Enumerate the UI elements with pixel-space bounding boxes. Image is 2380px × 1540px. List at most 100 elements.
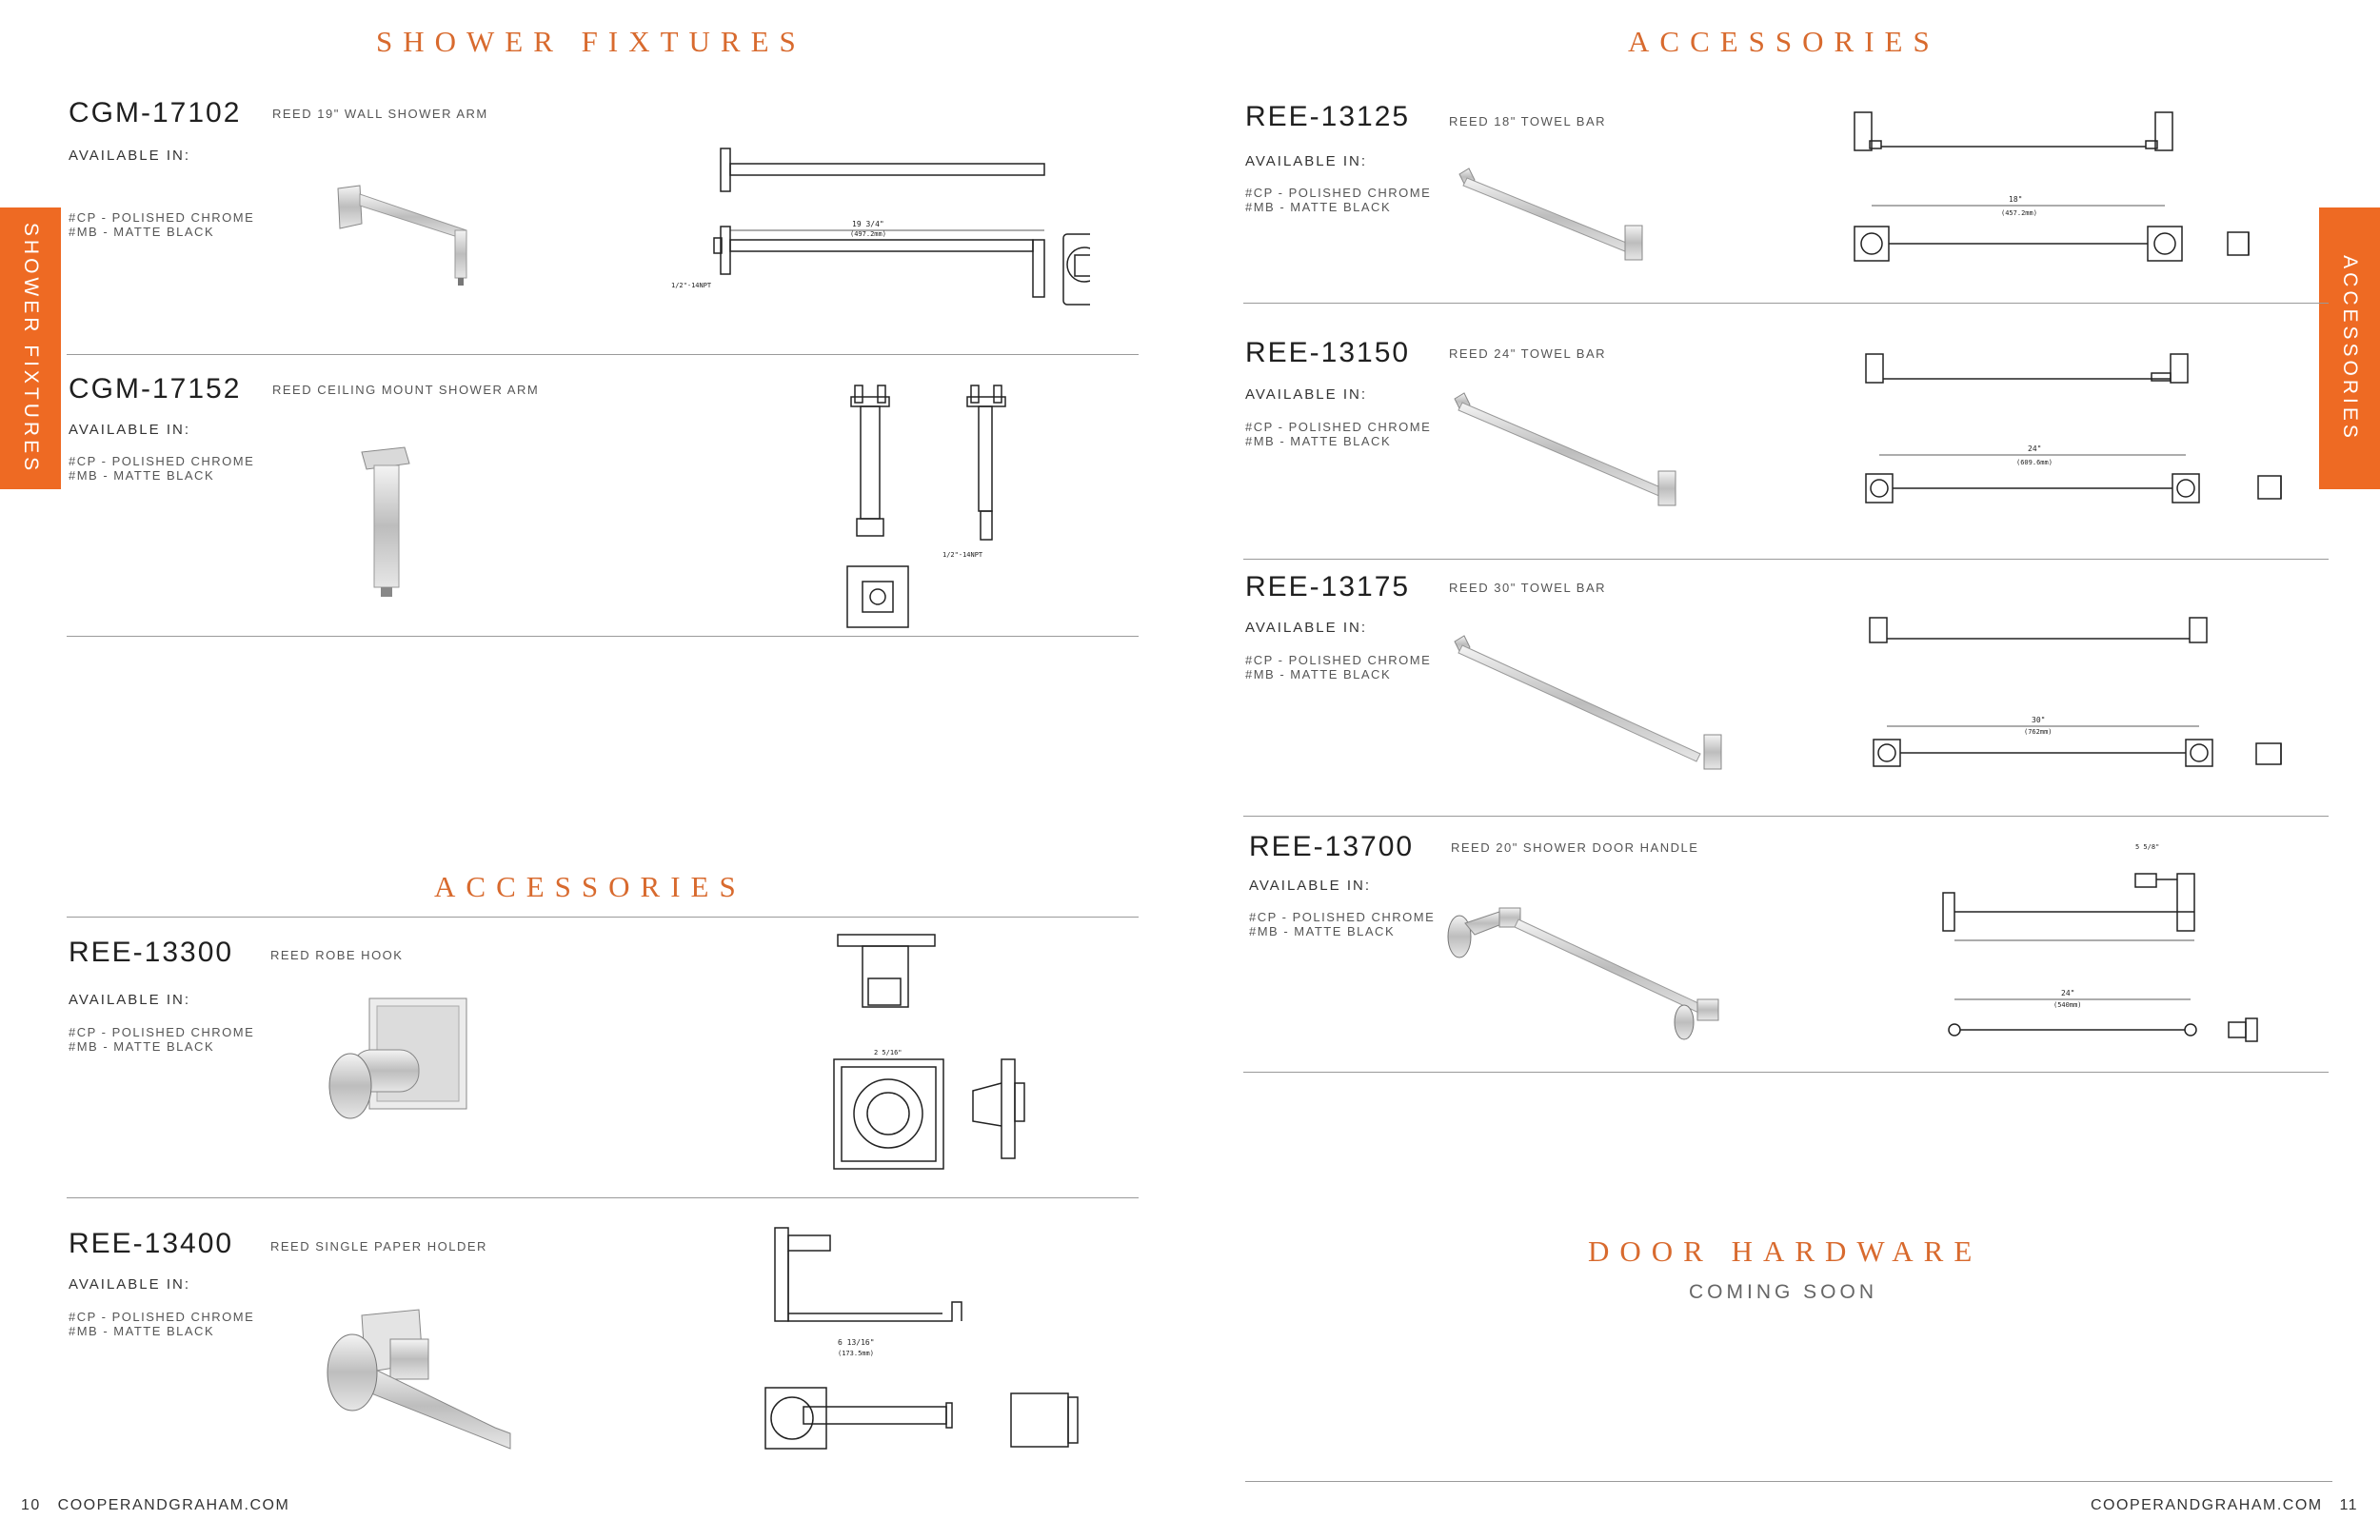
finish-chrome: #CP - POLISHED CHROME <box>69 454 255 468</box>
finish-chrome: #CP - POLISHED CHROME <box>1245 186 1432 200</box>
product-photo <box>361 446 410 597</box>
finish-list: #CP - POLISHED CHROME #MB - MATTE BLACK <box>1249 910 1435 938</box>
dim-length-mm: (609.6mm) <box>2016 459 2053 466</box>
dim-thread: 1/2"-14NPT <box>942 551 983 559</box>
footer-right: COOPERANDGRAHAM.COM 11 <box>2091 1497 2358 1514</box>
divider <box>67 1197 1139 1198</box>
divider <box>1245 1481 2332 1482</box>
dim-length: 30" <box>2032 716 2045 724</box>
divider <box>1243 1072 2329 1073</box>
available-label: AVAILABLE IN: <box>69 1276 190 1293</box>
divider <box>67 917 1139 918</box>
section-title-accessories: ACCESSORIES <box>1628 25 1940 58</box>
available-label: AVAILABLE IN: <box>69 422 190 438</box>
product-name: REED CEILING MOUNT SHOWER ARM <box>272 383 540 397</box>
dim-width: 2 5/16" <box>874 1049 902 1056</box>
product-photo <box>1458 168 1643 261</box>
finish-chrome: #CP - POLISHED CHROME <box>1245 420 1432 434</box>
available-label: AVAILABLE IN: <box>1245 386 1367 403</box>
finish-black: #MB - MATTE BLACK <box>1245 200 1392 214</box>
technical-drawing: 24" (609.6mm) <box>1865 353 2282 503</box>
available-label: AVAILABLE IN: <box>1245 153 1367 169</box>
site-url[interactable]: COOPERANDGRAHAM.COM <box>2091 1497 2323 1513</box>
finish-chrome: #CP - POLISHED CHROME <box>69 1025 255 1039</box>
section-title-shower-fixtures: SHOWER FIXTURES <box>376 25 806 58</box>
footer-left: 10 COOPERANDGRAHAM.COM <box>21 1497 289 1514</box>
section-title-door-hardware: DOOR HARDWARE <box>1588 1234 1983 1268</box>
product-sku: REE-13700 <box>1249 831 1415 862</box>
page-number: 11 <box>2339 1497 2359 1513</box>
finish-list: #CP - POLISHED CHROME #MB - MATTE BLACK <box>69 454 254 483</box>
product-sku: REE-13175 <box>1245 571 1411 602</box>
finish-chrome: #CP - POLISHED CHROME <box>69 1310 255 1324</box>
dim-length-mm: (540mm) <box>2053 1001 2082 1009</box>
product-name: REED SINGLE PAPER HOLDER <box>270 1239 487 1254</box>
available-label: AVAILABLE IN: <box>69 992 190 1008</box>
product-sku: REE-13125 <box>1245 101 1411 132</box>
dim-length: 24" <box>2028 444 2041 453</box>
finish-list: #CP - POLISHED CHROME #MB - MATTE BLACK <box>69 1310 254 1338</box>
dim-length-mm: (457.2mm) <box>2001 209 2037 217</box>
coming-soon-label: COMING SOON <box>1689 1281 1878 1303</box>
product-photo <box>328 997 467 1119</box>
product-photo <box>327 1309 511 1450</box>
dim-thread: 1/2"-14NPT <box>671 282 712 289</box>
finish-list: #CP - POLISHED CHROME #MB - MATTE BLACK <box>69 1025 254 1054</box>
product-name: REED 18" TOWEL BAR <box>1449 114 1607 128</box>
product-photo <box>337 185 467 286</box>
technical-drawing: 19 3/4" (497.2mm) 1/2"-14NPT <box>671 148 1090 306</box>
product-name: REED 24" TOWEL BAR <box>1449 346 1607 361</box>
technical-drawing: 1/2"-14NPT <box>846 385 1006 628</box>
product-sku: CGM-17102 <box>69 97 242 128</box>
divider <box>67 636 1139 637</box>
product-name: REED 20" SHOWER DOOR HANDLE <box>1451 840 1699 855</box>
technical-drawing: 30" (762mm) <box>1869 617 2282 767</box>
product-photo <box>1447 907 1719 1040</box>
product-sku: CGM-17152 <box>69 373 242 405</box>
side-tab-label: SHOWER FIXTURES <box>20 222 42 475</box>
technical-drawing: 5 5/8" 24" (540mm) <box>1942 843 2258 1042</box>
technical-drawing: 18" (457.2mm) <box>1854 111 2250 262</box>
finish-black: #MB - MATTE BLACK <box>69 468 215 483</box>
finish-black: #MB - MATTE BLACK <box>1245 667 1392 681</box>
technical-drawing: 6 13/16" (173.5mm) <box>764 1227 1079 1450</box>
product-sku: REE-13400 <box>69 1228 234 1259</box>
product-photo <box>1454 635 1722 770</box>
available-label: AVAILABLE IN: <box>1245 620 1367 636</box>
finish-list: #CP - POLISHED CHROME #MB - MATTE BLACK <box>1245 420 1431 448</box>
dim-length: 6 13/16" <box>838 1338 875 1347</box>
product-sku: REE-13150 <box>1245 337 1411 368</box>
dim-length: 19 3/4" <box>852 220 884 228</box>
dim-top: 5 5/8" <box>2135 843 2159 851</box>
product-name: REED 19" WALL SHOWER ARM <box>272 107 488 121</box>
finish-black: #MB - MATTE BLACK <box>69 1324 215 1338</box>
dim-length: 18" <box>2009 195 2022 204</box>
product-photo <box>1454 392 1676 506</box>
available-label: AVAILABLE IN: <box>69 148 190 164</box>
divider <box>1243 816 2329 817</box>
product-sku: REE-13300 <box>69 937 234 968</box>
side-tab-accessories: ACCESSORIES <box>2319 207 2380 489</box>
page-number: 10 <box>21 1497 41 1513</box>
divider <box>1243 559 2329 560</box>
finish-black: #MB - MATTE BLACK <box>69 225 215 239</box>
finish-list: #CP - POLISHED CHROME #MB - MATTE BLACK <box>1245 653 1431 681</box>
finish-list: #CP - POLISHED CHROME #MB - MATTE BLACK <box>69 210 254 239</box>
product-name: REED ROBE HOOK <box>270 948 404 962</box>
finish-chrome: #CP - POLISHED CHROME <box>69 210 255 225</box>
dim-length-mm: (173.5mm) <box>838 1350 874 1357</box>
side-tab-shower-fixtures: SHOWER FIXTURES <box>0 207 61 489</box>
finish-chrome: #CP - POLISHED CHROME <box>1249 910 1436 924</box>
dim-length: 24" <box>2061 989 2074 997</box>
technical-drawing: 2 5/16" <box>833 934 1025 1170</box>
finish-chrome: #CP - POLISHED CHROME <box>1245 653 1432 667</box>
section-title-accessories: ACCESSORIES <box>434 870 746 903</box>
finish-black: #MB - MATTE BLACK <box>1245 434 1392 448</box>
dim-length-mm: (762mm) <box>2024 728 2053 736</box>
product-name: REED 30" TOWEL BAR <box>1449 581 1607 595</box>
finish-list: #CP - POLISHED CHROME #MB - MATTE BLACK <box>1245 186 1431 214</box>
dim-length-mm: (497.2mm) <box>850 230 886 238</box>
available-label: AVAILABLE IN: <box>1249 878 1371 894</box>
site-url[interactable]: COOPERANDGRAHAM.COM <box>57 1497 290 1513</box>
side-tab-label: ACCESSORIES <box>2339 255 2361 442</box>
